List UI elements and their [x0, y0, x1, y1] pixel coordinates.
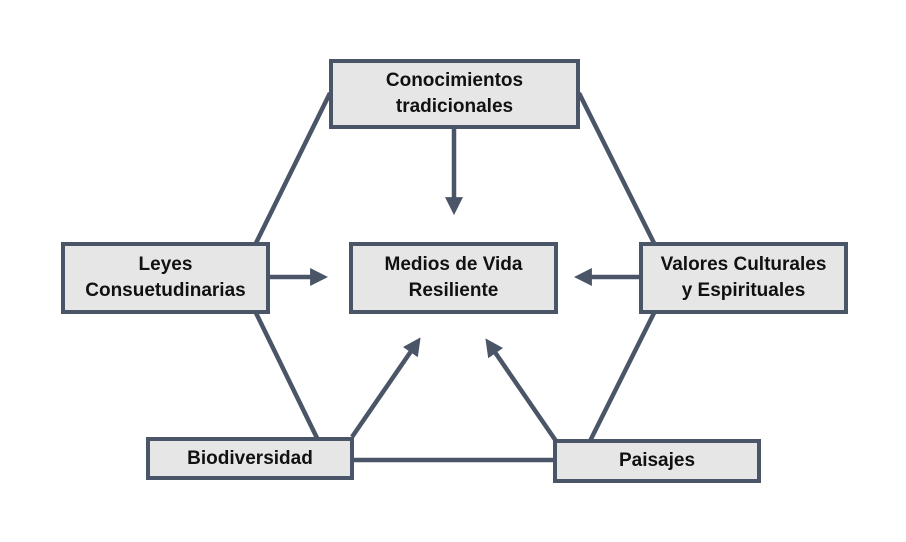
arrow-paisajes-to-medios	[485, 338, 558, 443]
edge-conocimientos-valores	[576, 91, 657, 245]
node-conocimientos-tradicionales: Conocimientos tradicionales	[329, 59, 580, 129]
node-paisajes-label: Paisajes	[618, 450, 696, 471]
node-medios-de-vida-resiliente: Medios de Vida Resiliente	[349, 242, 558, 314]
node-leyes-line-2: Consuetudinarias	[85, 280, 246, 301]
node-conocimientos-line-2: tradicionales	[395, 96, 514, 117]
node-valores-line-1: Valores Culturales	[660, 254, 827, 275]
node-valores-culturales-y-espirituales: Valores Culturales y Espirituales	[639, 242, 848, 314]
edge-valores-paisajes	[587, 311, 657, 443]
node-biodiversidad-label: Biodiversidad	[187, 447, 313, 469]
node-paisajes: Paisajes	[553, 439, 761, 483]
node-leyes-consuetudinarias: Leyes Consuetudinarias	[61, 242, 270, 314]
node-leyes-line-1: Leyes	[138, 254, 193, 275]
node-biodiversidad: Biodiversidad	[146, 437, 354, 480]
node-valores-line-2: y Espirituales	[681, 280, 806, 301]
node-medios-line-1: Medios de Vida	[384, 254, 523, 275]
edge-conocimientos-leyes	[253, 92, 333, 244]
node-medios-line-2: Resiliente	[408, 280, 499, 301]
arrow-biodiversidad-to-medios	[350, 337, 421, 439]
node-conocimientos-line-1: Conocimientos	[385, 70, 524, 91]
edge-leyes-biodiversidad	[253, 312, 320, 439]
